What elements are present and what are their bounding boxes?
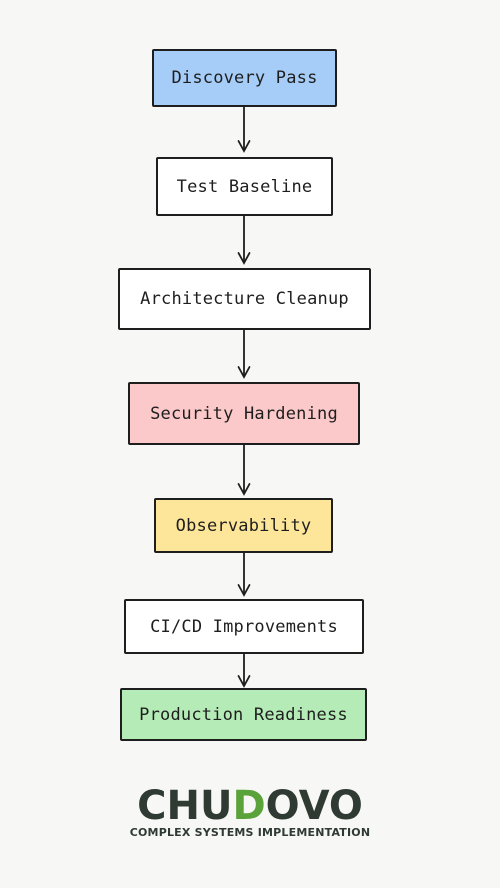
step-discovery-pass: Discovery Pass	[152, 49, 337, 107]
step-label: CI/CD Improvements	[150, 616, 338, 637]
step-production-readiness: Production Readiness	[120, 688, 367, 741]
step-cicd-improvements: CI/CD Improvements	[124, 599, 364, 654]
logo-accent-letter: D	[232, 783, 266, 829]
step-label: Security Hardening	[150, 403, 338, 424]
arrow-3-head	[237, 366, 251, 379]
chudovo-logo: CHUDOVO	[0, 786, 500, 826]
logo-prefix: CHU	[137, 783, 233, 829]
arrow-2-head	[237, 252, 251, 265]
step-security-hardening: Security Hardening	[128, 382, 360, 445]
arrow-1-head	[237, 140, 251, 153]
arrow-6-head	[237, 675, 251, 688]
step-label: Production Readiness	[139, 704, 348, 725]
arrow-5-head	[237, 584, 251, 597]
step-label: Observability	[175, 515, 312, 536]
step-label: Discovery Pass	[171, 68, 318, 88]
step-label: Test Baseline	[176, 176, 313, 197]
step-label: Architecture Cleanup	[140, 289, 349, 309]
step-observability: Observability	[154, 498, 333, 553]
step-test-baseline: Test Baseline	[156, 157, 333, 216]
step-architecture-cleanup: Architecture Cleanup	[118, 268, 371, 330]
logo-suffix: OVO	[265, 783, 363, 829]
logo-tagline: COMPLEX SYSTEMS IMPLEMENTATION	[129, 826, 371, 839]
arrow-4-head	[237, 483, 251, 496]
